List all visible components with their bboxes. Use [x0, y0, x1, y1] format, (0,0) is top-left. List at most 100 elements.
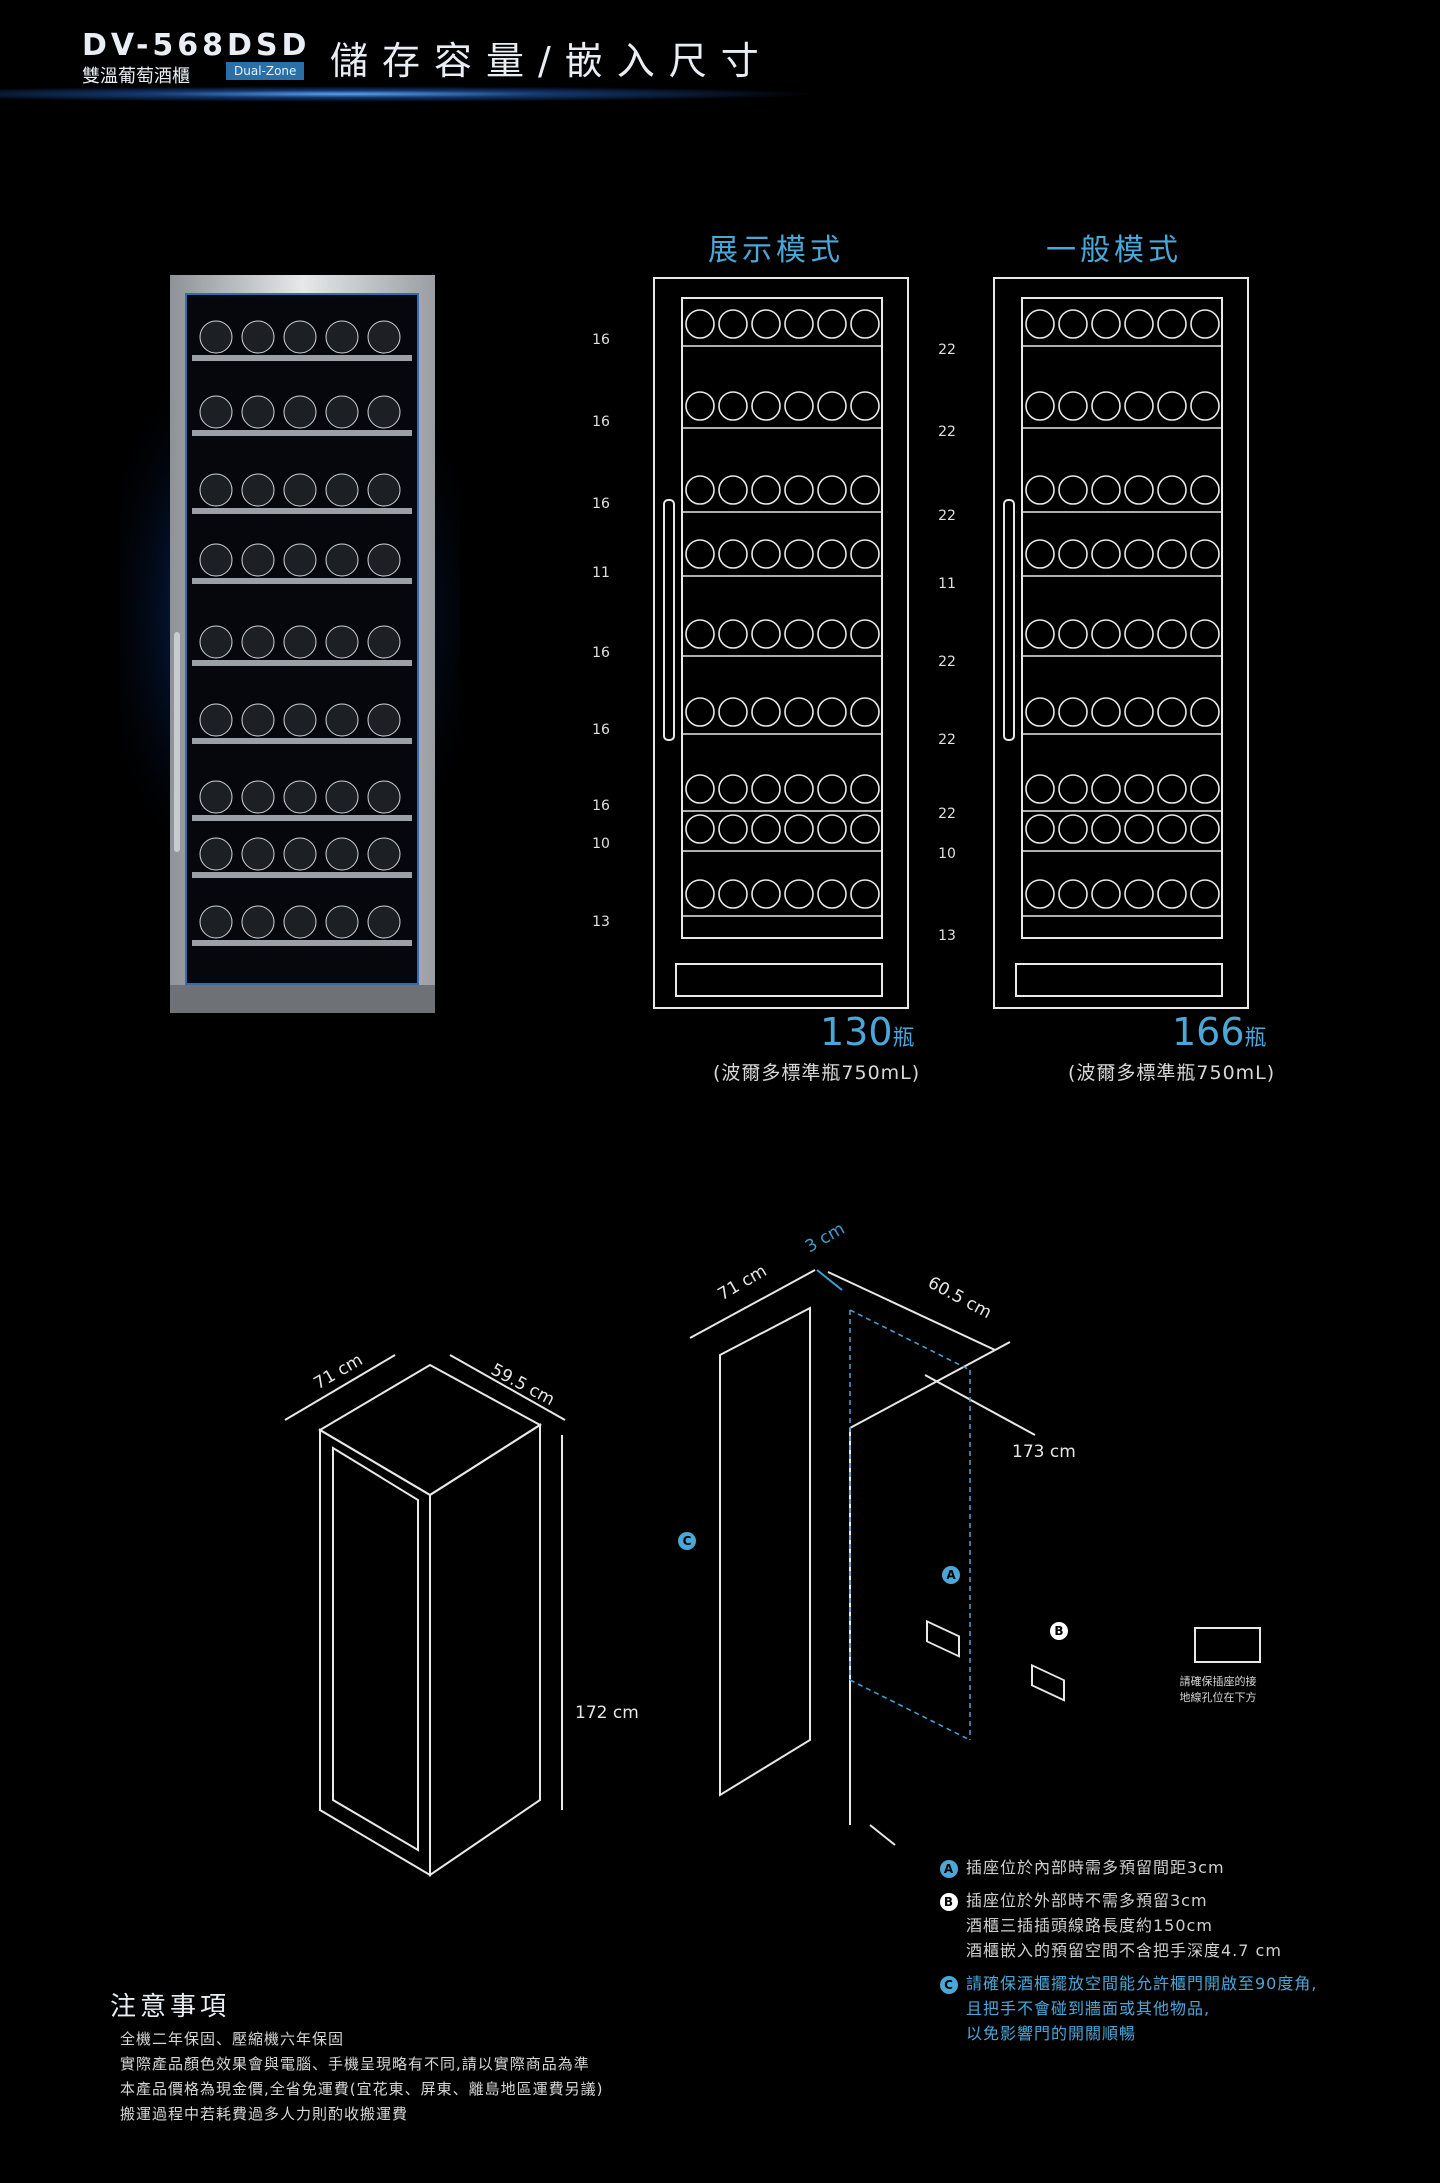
bottle-icon [1091, 309, 1121, 339]
display-shelf-count: 16 [592, 332, 610, 348]
bottle-icon [1025, 619, 1055, 649]
bottle-icon [718, 309, 748, 339]
photo-bottle [325, 320, 359, 354]
marker-a: A [942, 1566, 960, 1584]
photo-bottle [283, 625, 317, 659]
legend-c-text: 請確保酒櫃擺放空間能允許櫃門開啟至90度角, [966, 1974, 1318, 1993]
bottle-icon [1124, 391, 1154, 421]
normal-shelf-count: 22 [938, 424, 956, 440]
display-shelf-count: 16 [592, 414, 610, 430]
photo-bottle [367, 703, 401, 737]
notice-item: 搬運過程中若耗費過多人力則酌收搬運費 [120, 2105, 409, 2123]
photo-bottle [325, 543, 359, 577]
header-glow [0, 86, 820, 102]
bottle-icon [718, 539, 748, 569]
bottle-icon [850, 774, 880, 804]
bottle-icon [718, 391, 748, 421]
bottle-icon [784, 697, 814, 727]
bottle-icon [850, 539, 880, 569]
photo-shelf [192, 872, 412, 878]
photo-bottle [367, 395, 401, 429]
photo-bottle [325, 837, 359, 871]
legend-marker-c: C [940, 1976, 958, 1994]
bottle-icon [1025, 475, 1055, 505]
legend-c-line2: 且把手不會碰到牆面或其他物品, [966, 1999, 1211, 2018]
bottle-icon [1124, 619, 1154, 649]
photo-bottle [241, 780, 275, 814]
bottle-icon [751, 697, 781, 727]
bottle-icon [685, 391, 715, 421]
photo-bottle [367, 320, 401, 354]
bottle-icon [1091, 814, 1121, 844]
dual-zone-badge: Dual-Zone [226, 62, 305, 80]
display-shelf-count: 16 [592, 496, 610, 512]
bottle-icon [685, 814, 715, 844]
notice-list: 全機二年保固、壓縮機六年保固 實際產品顏色效果會與電腦、手機呈現略有不同,請以實… [120, 2027, 603, 2127]
photo-bottle [199, 543, 233, 577]
display-shelf-count: 16 [592, 798, 610, 814]
photo-shelf [192, 815, 412, 821]
normal-shelf-count: 22 [938, 342, 956, 358]
bottle-icon [1058, 309, 1088, 339]
bottle-icon [817, 475, 847, 505]
bottle-icon [685, 309, 715, 339]
normal-capacity-count: 166 [1172, 1010, 1245, 1054]
bottle-icon [685, 697, 715, 727]
photo-bottle [283, 703, 317, 737]
socket-front-icon [1194, 1627, 1261, 1663]
bottle-icon [784, 879, 814, 909]
bottle-icon [1025, 774, 1055, 804]
bottle-icon [718, 619, 748, 649]
bottle-icon [1190, 475, 1220, 505]
legend-a-text: 插座位於內部時需多預留間距3cm [966, 1858, 1225, 1877]
bottle-icon [718, 697, 748, 727]
bottle-icon [1190, 814, 1220, 844]
photo-bottle [367, 837, 401, 871]
normal-shelf-count: 22 [938, 654, 956, 670]
bottle-icon [850, 619, 880, 649]
bottle-icon [1091, 774, 1121, 804]
bottle-icon [1025, 309, 1055, 339]
photo-bottle [283, 543, 317, 577]
bottle-icon [1091, 391, 1121, 421]
bottle-icon [1025, 879, 1055, 909]
photo-bottle [199, 905, 233, 939]
notice-title: 注意事項 [110, 1992, 231, 2022]
display-cabinet-inner [681, 297, 883, 939]
bottle-icon [751, 814, 781, 844]
dimension-diagram [284, 1269, 1261, 1877]
cabinet-height-label: 172 cm [575, 1703, 639, 1723]
normal-shelf-count: 22 [938, 806, 956, 822]
bottle-icon [1124, 475, 1154, 505]
photo-shelf [192, 738, 412, 744]
normal-capacity-note: (波爾多標準瓶750mL) [1068, 1062, 1276, 1084]
display-capacity-note: (波爾多標準瓶750mL) [713, 1062, 921, 1084]
bottle-icon [685, 619, 715, 649]
legend-b-line2: 酒櫃三插插頭線路長度約150cm [966, 1916, 1213, 1935]
normal-capacity: 166瓶 [1172, 1010, 1267, 1054]
bottle-icon [718, 814, 748, 844]
photo-bottle [325, 473, 359, 507]
photo-bottle [199, 625, 233, 659]
display-cabinet-outline [653, 277, 909, 1009]
bottle-icon [751, 391, 781, 421]
bottle-icon [1124, 697, 1154, 727]
photo-shelf [192, 940, 412, 946]
bottle-icon [784, 475, 814, 505]
bottle-icon [1157, 539, 1187, 569]
normal-shelf-count: 13 [938, 928, 956, 944]
bottle-icon [784, 814, 814, 844]
photo-bottle [199, 320, 233, 354]
legend-b-text: 插座位於外部時不需多預留3cm [966, 1891, 1208, 1910]
display-cabinet-vent [675, 963, 883, 997]
product-photo [120, 260, 460, 1080]
photo-bottle [283, 905, 317, 939]
display-shelf-count: 13 [592, 914, 610, 930]
bottle-icon [1058, 475, 1088, 505]
photo-shelf [192, 660, 412, 666]
bottle-icon [685, 774, 715, 804]
bottle-icon [850, 814, 880, 844]
photo-bottle [199, 703, 233, 737]
normal-shelf-count: 22 [938, 732, 956, 748]
bottle-icon [1058, 879, 1088, 909]
